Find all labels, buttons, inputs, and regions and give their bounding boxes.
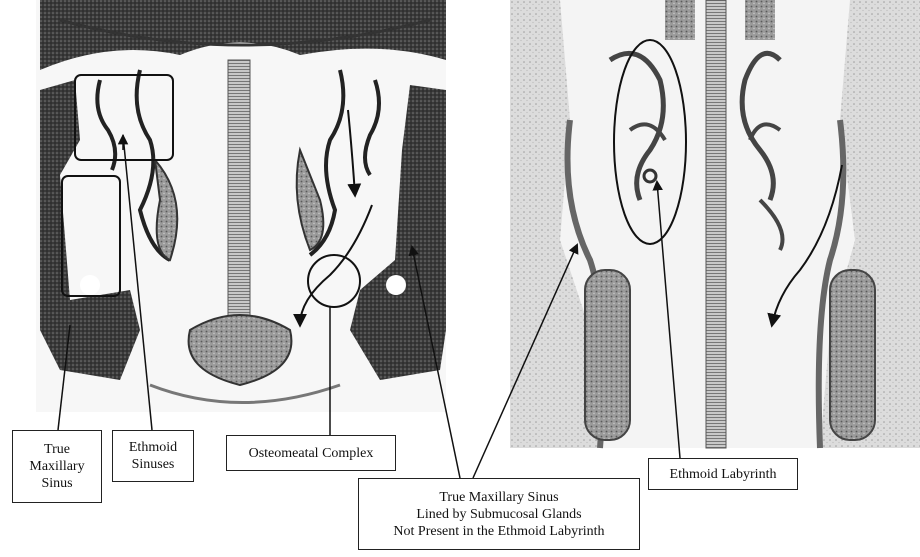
label-osteomeatal-complex: Osteomeatal Complex <box>226 435 396 471</box>
left-histology-panel <box>36 0 446 412</box>
right-histology-panel <box>510 0 920 448</box>
label-ethmoid-sinuses-text: Ethmoid Sinuses <box>129 439 177 473</box>
label-true-maxillary-sinus-text: True Maxillary Sinus <box>29 441 84 492</box>
right-panel-septum <box>706 0 726 448</box>
nasal-septum <box>228 60 250 330</box>
label-true-maxillary-sinus: True Maxillary Sinus <box>12 430 102 503</box>
label-true-maxillary-sinus-lined: True Maxillary Sinus Lined by Submucosal… <box>358 478 640 550</box>
label-true-maxillary-sinus-lined-text: True Maxillary Sinus Lined by Submucosal… <box>393 489 604 540</box>
label-ethmoid-sinuses: Ethmoid Sinuses <box>112 430 194 482</box>
label-ethmoid-labyrinth-text: Ethmoid Labyrinth <box>670 466 777 483</box>
label-osteomeatal-complex-text: Osteomeatal Complex <box>249 445 374 462</box>
label-ethmoid-labyrinth: Ethmoid Labyrinth <box>648 458 798 490</box>
